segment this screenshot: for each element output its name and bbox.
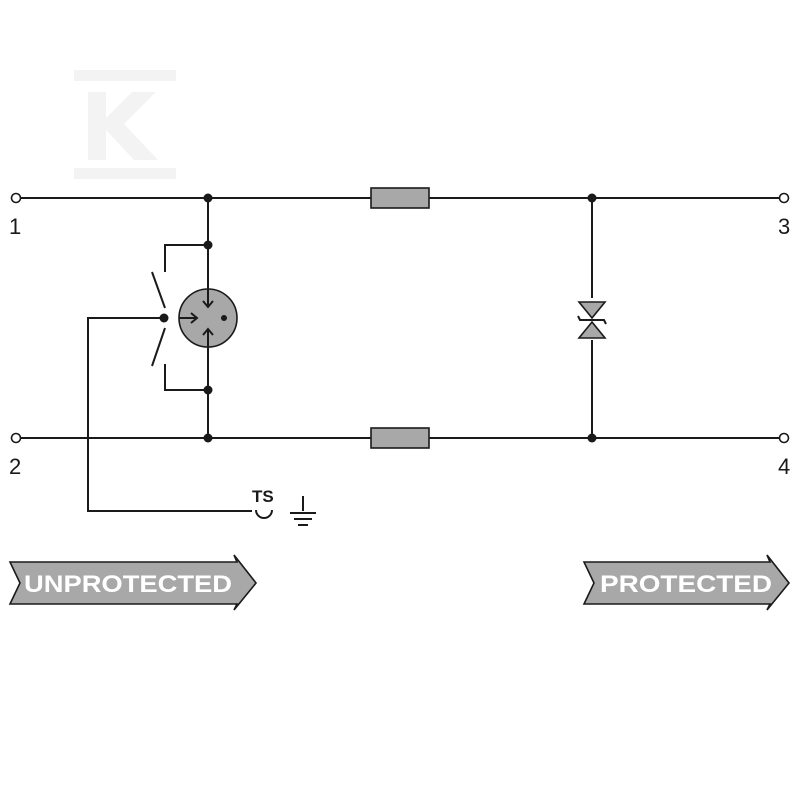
switch-bottom-wire bbox=[164, 364, 208, 391]
watermark-logo bbox=[74, 70, 176, 179]
ts-wire bbox=[87, 317, 252, 512]
switch-blade-bottom bbox=[151, 327, 166, 367]
ts-label: TS bbox=[252, 487, 274, 506]
protected-arrow: PROTECTED bbox=[582, 554, 791, 611]
protected-label: PROTECTED bbox=[600, 571, 772, 598]
ground-icon bbox=[290, 496, 316, 526]
unprotected-arrow: UNPROTECTED bbox=[8, 554, 258, 611]
terminal-3 bbox=[778, 192, 790, 204]
resistor-bottom bbox=[370, 427, 430, 449]
terminal-2 bbox=[10, 432, 22, 444]
gas-discharge-tube bbox=[178, 288, 238, 348]
junction bbox=[587, 193, 597, 203]
terminal-4-label: 4 bbox=[778, 454, 790, 479]
terminal-3-label: 3 bbox=[778, 214, 790, 239]
switch-blade-top bbox=[151, 271, 166, 309]
junction bbox=[203, 193, 213, 203]
junction bbox=[203, 433, 213, 443]
junction bbox=[587, 433, 597, 443]
ts-terminal bbox=[255, 509, 273, 519]
unprotected-label: UNPROTECTED bbox=[24, 571, 232, 598]
switch-top-wire bbox=[164, 244, 208, 272]
terminal-1-label: 1 bbox=[9, 214, 21, 239]
terminal-1 bbox=[10, 192, 22, 204]
junction bbox=[203, 240, 213, 250]
junction bbox=[203, 385, 213, 395]
terminal-4 bbox=[778, 432, 790, 444]
terminal-2-label: 2 bbox=[9, 454, 21, 479]
resistor-top bbox=[370, 187, 430, 209]
junction bbox=[159, 313, 169, 323]
tvs-diode bbox=[575, 298, 609, 340]
